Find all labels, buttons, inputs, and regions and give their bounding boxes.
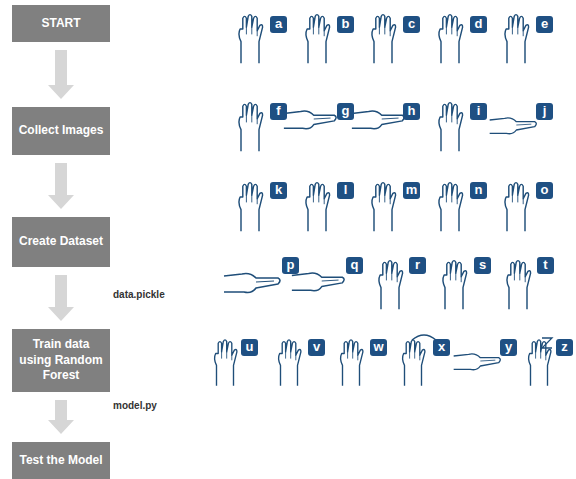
box-label: Collect Images bbox=[19, 123, 104, 139]
flow-arrow bbox=[48, 400, 74, 434]
letter-badge: e bbox=[536, 16, 553, 33]
process-box: START bbox=[12, 5, 110, 42]
letter-badge: i bbox=[470, 103, 487, 120]
process-box: Create Dataset bbox=[12, 217, 110, 267]
letter-badge: l bbox=[337, 182, 354, 199]
letter-badge: q bbox=[346, 257, 363, 274]
box-label: Create Dataset bbox=[19, 234, 103, 250]
letter-badge: t bbox=[537, 257, 554, 274]
letter-badge: x bbox=[433, 339, 450, 356]
letter-badge: c bbox=[403, 16, 420, 33]
letter-badge: b bbox=[337, 16, 354, 33]
box-label: Test the Model bbox=[19, 453, 102, 469]
letter-badge: p bbox=[282, 257, 299, 274]
letter-badge: v bbox=[308, 339, 325, 356]
letter-badge: r bbox=[409, 257, 426, 274]
letter-badge: f bbox=[270, 103, 287, 120]
box-label: START bbox=[41, 16, 80, 32]
file-label: model.py bbox=[112, 400, 158, 411]
letter-badge: o bbox=[536, 182, 553, 199]
letter-badge: m bbox=[403, 182, 420, 199]
letter-badge: n bbox=[470, 182, 487, 199]
process-box: Collect Images bbox=[12, 107, 110, 155]
process-box: Test the Model bbox=[12, 442, 110, 479]
flow-arrow bbox=[48, 50, 74, 99]
letter-badge: d bbox=[470, 16, 487, 33]
letter-badge: u bbox=[241, 339, 258, 356]
letter-badge: j bbox=[536, 103, 553, 120]
letter-badge: k bbox=[270, 182, 287, 199]
letter-badge: w bbox=[370, 339, 387, 356]
letter-badge: h bbox=[403, 103, 420, 120]
letter-badge: z bbox=[556, 339, 573, 356]
letter-badge: s bbox=[474, 257, 491, 274]
flow-arrow bbox=[48, 275, 74, 321]
box-label: Train data using Random Forest bbox=[18, 337, 104, 384]
file-label: data.pickle bbox=[112, 289, 166, 300]
flow-arrow bbox=[48, 163, 74, 209]
letter-badge: g bbox=[337, 103, 354, 120]
letter-badge: a bbox=[270, 16, 287, 33]
process-box: Train data using Random Forest bbox=[12, 329, 110, 392]
letter-badge: y bbox=[500, 339, 517, 356]
